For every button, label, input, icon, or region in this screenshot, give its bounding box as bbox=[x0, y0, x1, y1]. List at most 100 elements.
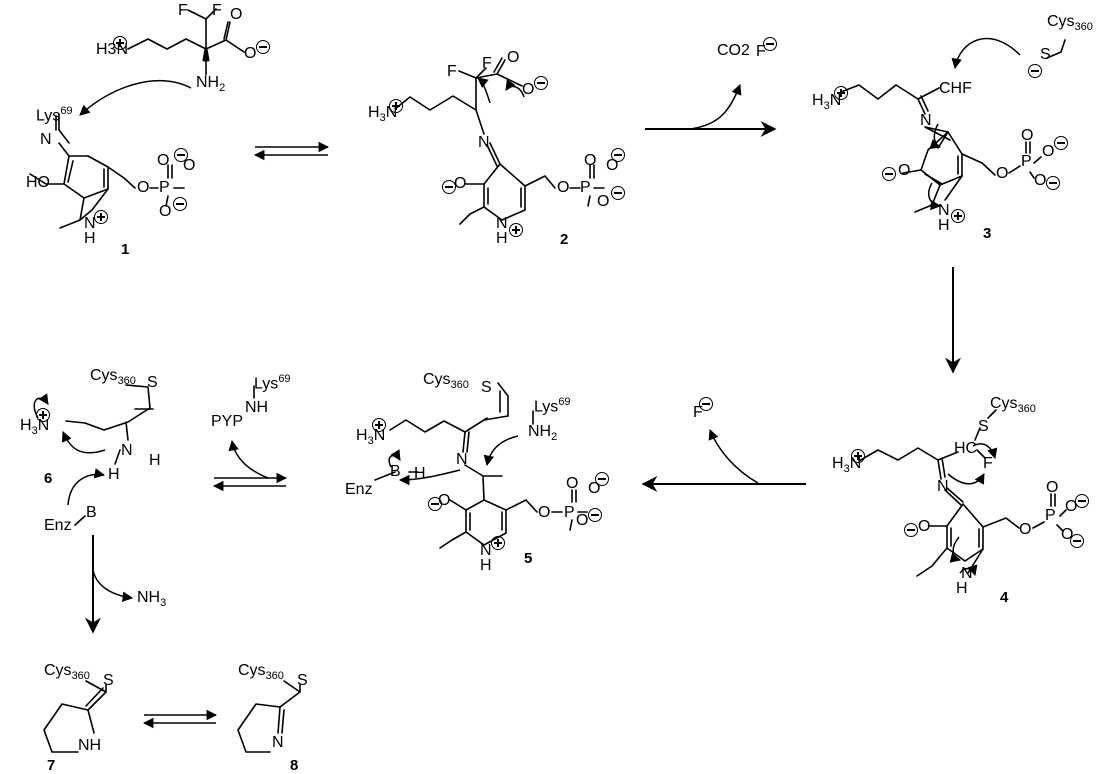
c5-phosphorus: P bbox=[564, 504, 575, 521]
c5-imine-nitrogen: N bbox=[456, 451, 468, 468]
c5-enz-label: Enz bbox=[345, 481, 373, 498]
compound-number-6: 6 bbox=[44, 470, 53, 487]
arrow-c4-imine bbox=[947, 473, 985, 485]
c7-pyrrolidine-nh: NH bbox=[78, 737, 102, 754]
compound-7-bonds bbox=[43, 680, 107, 753]
c2-phosphate-oxygen-top: O bbox=[584, 152, 597, 169]
pyp-lys-label: Lys69 bbox=[254, 373, 291, 393]
compound-number-8: 8 bbox=[290, 757, 299, 774]
positive-charge-icon bbox=[491, 536, 505, 550]
c4-phosphate-oxygen-right: O bbox=[1065, 498, 1078, 515]
c7-sulfur: S bbox=[103, 672, 114, 689]
c3-chf-label: CHF bbox=[939, 80, 972, 97]
arrow-c1-attack bbox=[79, 80, 192, 116]
carbon-dioxide-label: CO2 bbox=[717, 42, 750, 59]
compound-number-2: 2 bbox=[560, 231, 569, 248]
c5-pyridinium-hydrogen: H bbox=[480, 557, 492, 574]
c2-phosphate-oxygen-bottom: O bbox=[597, 193, 610, 210]
c5-base-label: B bbox=[390, 463, 401, 480]
compound-1-substrate-bonds bbox=[127, 8, 245, 76]
positive-charge-icon bbox=[951, 209, 965, 223]
c4-fluoride-byproduct: F bbox=[693, 404, 703, 421]
positive-charge-icon bbox=[94, 210, 108, 224]
pyp-nh-label: NH bbox=[245, 399, 269, 416]
c3-phosphorus: P bbox=[1021, 153, 1032, 170]
negative-charge-icon bbox=[174, 148, 188, 162]
compound-8-bonds bbox=[237, 680, 301, 753]
c2-ammonium-label: H3N bbox=[368, 104, 398, 125]
ammonia-label: NH3 bbox=[137, 589, 167, 610]
positive-charge-icon bbox=[834, 86, 848, 100]
compound-5-bonds bbox=[374, 382, 588, 549]
negative-charge-icon bbox=[595, 472, 609, 486]
negative-charge-icon bbox=[882, 167, 896, 181]
c6-enamine-hydrogen: H bbox=[149, 452, 161, 469]
c2-carbonyl-oxygen: O bbox=[507, 49, 520, 66]
c2-fluorine-left: F bbox=[447, 63, 457, 80]
positive-charge-icon bbox=[389, 99, 403, 113]
c5-ester-oxygen: O bbox=[538, 504, 551, 521]
negative-charge-icon bbox=[1054, 136, 1068, 150]
c3-phenolate-oxygen: O bbox=[898, 162, 911, 179]
reaction-arrow-4-5 bbox=[641, 429, 806, 492]
reaction-arrow-6-7 bbox=[85, 535, 134, 634]
negative-charge-icon bbox=[428, 497, 442, 511]
negative-charge-icon bbox=[699, 397, 713, 411]
negative-charge-icon bbox=[534, 76, 548, 90]
arrow-c3-ring bbox=[928, 182, 942, 211]
c1-fluorine-left: F bbox=[178, 2, 188, 19]
c6-thioether-sulfur: S bbox=[147, 374, 158, 391]
c4-pyridine-hydrogen: H bbox=[956, 580, 968, 597]
arrow-c5-proton bbox=[398, 469, 461, 486]
c8-cys-label: Cys360 bbox=[238, 662, 284, 683]
c5-pyridinium-nitrogen: N bbox=[480, 542, 492, 559]
compound-number-4: 4 bbox=[1000, 589, 1009, 606]
c4-pyridine-nitrogen: N bbox=[961, 565, 973, 582]
c2-pyridinium-nitrogen: N bbox=[496, 215, 508, 232]
c2-pyridinium-hydrogen: H bbox=[496, 230, 508, 247]
c5-lys-amine: NH2 bbox=[528, 423, 558, 444]
c6-enamine-hydrogen-down: H bbox=[108, 466, 120, 483]
arrow-c6-enamine bbox=[61, 431, 106, 454]
c2-imine-nitrogen: N bbox=[478, 134, 490, 151]
c8-sulfur: S bbox=[297, 672, 308, 689]
c4-hc-label: HC bbox=[954, 440, 978, 457]
arrow-c5-bh bbox=[388, 449, 401, 468]
c2-carboxylate-oxygen: O bbox=[522, 81, 535, 98]
arrow-c4-nh bbox=[959, 564, 978, 577]
c4-phosphate-oxygen-top: O bbox=[1046, 479, 1059, 496]
negative-charge-icon bbox=[1070, 534, 1084, 548]
negative-charge-icon bbox=[763, 37, 777, 51]
arrow-c4-fluoride-loss bbox=[972, 443, 998, 460]
compound-number-5: 5 bbox=[524, 550, 533, 567]
c4-fluorine-sub: F bbox=[983, 455, 993, 472]
compound-6-bonds bbox=[65, 384, 154, 465]
c4-thioether-sulfur: S bbox=[978, 418, 989, 435]
enz-label: Enz bbox=[44, 517, 72, 534]
c1-phosphate-oxygen-top: O bbox=[157, 152, 170, 169]
arrow-c3-imine bbox=[929, 123, 941, 149]
negative-charge-icon bbox=[442, 180, 456, 194]
negative-charge-icon bbox=[611, 186, 625, 200]
pyp-label: PYP bbox=[211, 413, 244, 430]
negative-charge-icon bbox=[611, 148, 625, 162]
c3-cys-label: Cys360 bbox=[1047, 13, 1093, 34]
c3-imine-nitrogen: N bbox=[920, 112, 932, 129]
compound-number-7: 7 bbox=[47, 757, 56, 774]
c1-carboxylate-oxygen: O bbox=[244, 45, 257, 62]
c7-cys-label: Cys360 bbox=[44, 662, 90, 683]
c1-pyridinium-nitrogen: N bbox=[84, 215, 96, 232]
c4-ester-oxygen: O bbox=[1019, 521, 1032, 538]
c1-ester-oxygen: O bbox=[137, 179, 150, 196]
c6-ammonium-label: H3N bbox=[20, 417, 50, 438]
arrow-c6-base bbox=[67, 468, 106, 506]
enz-base-label: B bbox=[86, 504, 97, 521]
c3-ammonium-label: H3N bbox=[812, 92, 842, 113]
c5-cys-label: Cys360 bbox=[423, 371, 469, 392]
c3-thiolate-sulfur: S bbox=[1040, 46, 1051, 63]
c3-ester-oxygen: O bbox=[996, 165, 1009, 182]
c4-phenolate-oxygen: O bbox=[918, 518, 931, 535]
positive-charge-icon bbox=[113, 36, 127, 50]
